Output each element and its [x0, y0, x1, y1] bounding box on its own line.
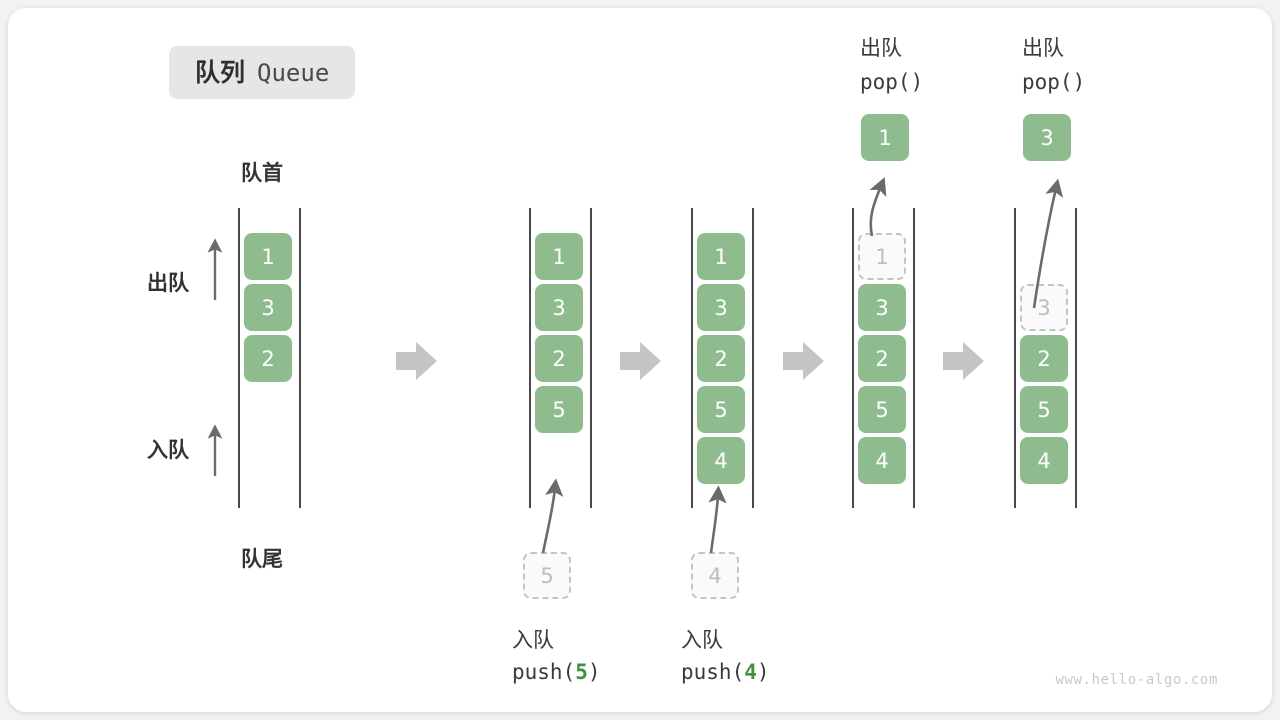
enqueue-direction-label: 入队	[147, 438, 189, 462]
op-cell-pop-3: 3	[1023, 114, 1071, 161]
queue-rail-left-p5	[1014, 208, 1016, 508]
popped-cell-3: 3	[1023, 114, 1071, 161]
code-argument: 4	[744, 660, 757, 684]
caption-code-push4: push(4)	[681, 660, 770, 684]
watermark: www.hello-algo.com	[1055, 672, 1218, 688]
queue-rail-right-p1	[299, 208, 301, 508]
push4-motion-arrow	[708, 485, 727, 554]
queue-rail-left-p3	[691, 208, 693, 508]
queue-cell-pop-1-2: 2	[858, 335, 906, 382]
queue-cell-initial-0: 1	[244, 233, 292, 280]
queue-cell-push-4-1: 3	[697, 284, 745, 331]
queue-rail-right-p2	[590, 208, 592, 508]
op-title-cn-pop3: 出队	[1022, 36, 1064, 60]
queue-cell-pop-3-2: 2	[1020, 335, 1068, 382]
queue-cell-initial-2: 2	[244, 335, 292, 382]
push5-motion-arrow	[541, 478, 564, 554]
op-cell-push-4: 4	[691, 552, 739, 599]
caption-cn-push4: 入队	[681, 628, 723, 652]
queue-cell-push-4-0: 1	[697, 233, 745, 280]
queue-cell-pop-1-1: 3	[858, 284, 906, 331]
queue-cell-pop-1-0: 1	[858, 233, 906, 280]
queue-cell-push-5-0: 1	[535, 233, 583, 280]
queue-rail-left-p4	[852, 208, 854, 508]
queue-cell-push-5-3: 5	[535, 386, 583, 433]
step-arrow-1	[396, 342, 437, 380]
queue-cell-pop-3-4: 4	[1020, 437, 1068, 484]
queue-cell-push-4-2: 2	[697, 335, 745, 382]
queue-rear-label: 队尾	[241, 547, 283, 571]
arrows-overlay	[207, 177, 1064, 554]
op-cell-push-5: 5	[523, 552, 571, 599]
popped-cell-1: 1	[861, 114, 909, 161]
queue-cell-pop-3-1: 3	[1020, 284, 1068, 331]
caption-code-push5: push(5)	[512, 660, 601, 684]
queue-cell-push-4-4: 4	[697, 437, 745, 484]
queue-rail-right-p3	[752, 208, 754, 508]
op-title-code-pop3: pop()	[1022, 70, 1086, 94]
queue-rail-right-p4	[913, 208, 915, 508]
step-arrow-2	[620, 342, 661, 380]
queue-cell-pop-3-0	[1020, 233, 1068, 280]
queue-cell-pop-3-3: 5	[1020, 386, 1068, 433]
queue-rail-right-p5	[1075, 208, 1077, 508]
op-cell-pop-1: 1	[861, 114, 909, 161]
queue-rail-left-p1	[238, 208, 240, 508]
step-arrow-3	[783, 342, 824, 380]
title-english: Queue	[257, 59, 330, 87]
queue-cell-pop-1-3: 5	[858, 386, 906, 433]
incoming-cell-push4: 4	[691, 552, 739, 599]
op-title-cn-pop1: 出队	[860, 36, 902, 60]
incoming-cell-push5: 5	[523, 552, 571, 599]
dequeue-direction-label: 出队	[147, 271, 189, 295]
queue-cell-push-4-3: 5	[697, 386, 745, 433]
queue-front-label: 队首	[241, 161, 283, 185]
code-argument: 5	[575, 660, 588, 684]
queue-rail-left-p2	[529, 208, 531, 508]
pop1-motion-arrow	[869, 177, 887, 237]
step-arrow-4	[943, 342, 984, 380]
queue-cell-initial-1: 3	[244, 284, 292, 331]
diagram-title-badge: 队列 Queue	[169, 46, 356, 99]
queue-cell-push-5-1: 3	[535, 284, 583, 331]
op-title-code-pop1: pop()	[860, 70, 924, 94]
title-chinese: 队列	[195, 58, 246, 87]
queue-cell-pop-1-4: 4	[858, 437, 906, 484]
queue-cell-push-5-2: 2	[535, 335, 583, 382]
caption-cn-push5: 入队	[512, 628, 554, 652]
